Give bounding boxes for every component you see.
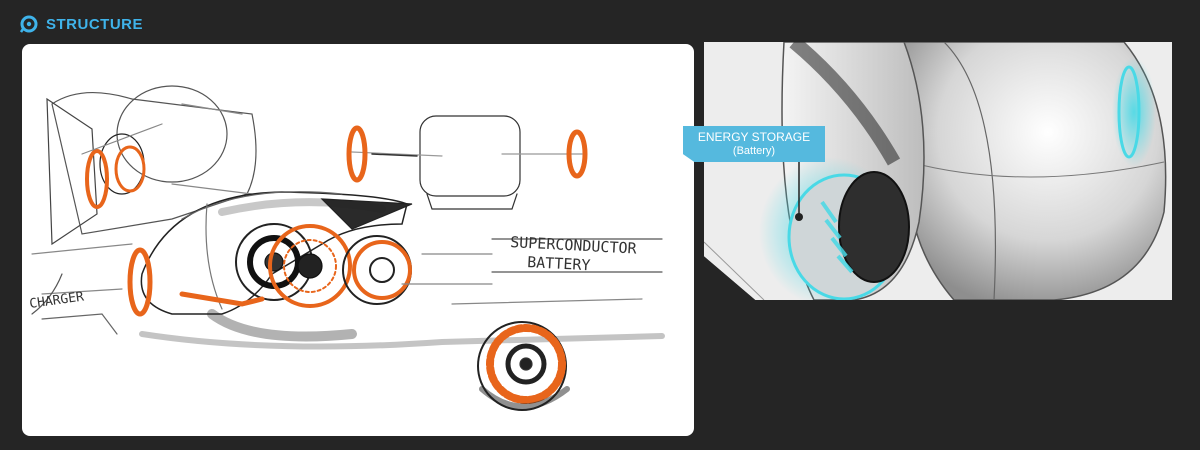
- concept-sketch-panel: SUPERCONDUCTOR BATTERY CHARGER: [22, 44, 694, 436]
- section-header: STRUCTURE: [20, 12, 143, 36]
- wheel-badge-icon: [20, 15, 38, 33]
- render-closeup: [704, 42, 1172, 300]
- section-title: STRUCTURE: [46, 15, 143, 33]
- callout-subtitle: (Battery): [732, 145, 776, 157]
- callout-title: ENERGY STORAGE: [697, 130, 811, 144]
- energy-storage-callout: ENERGY STORAGE (Battery): [683, 126, 825, 162]
- render-closeup-panel: [704, 42, 1172, 300]
- concept-sketch: SUPERCONDUCTOR BATTERY CHARGER: [28, 85, 665, 411]
- annotation-battery: BATTERY: [527, 253, 591, 274]
- annotation-charger: CHARGER: [28, 289, 85, 312]
